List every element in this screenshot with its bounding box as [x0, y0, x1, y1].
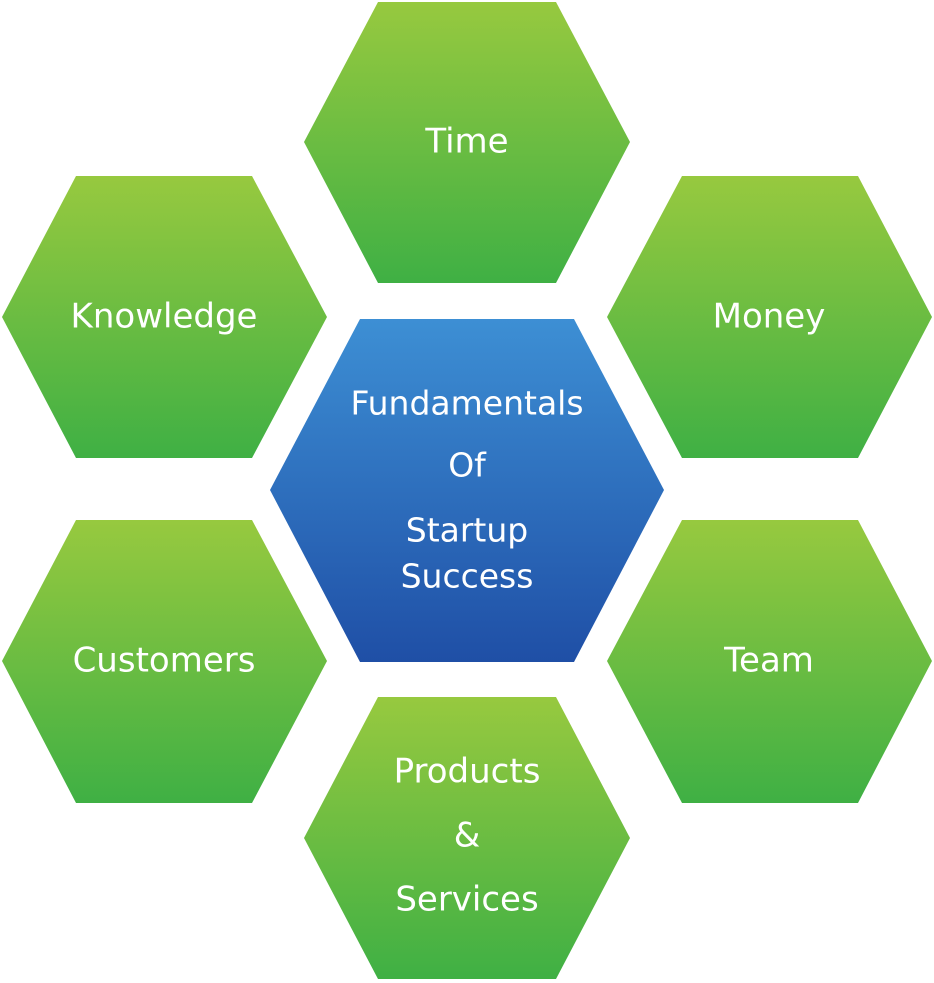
hexagon-products-services-label-line3: Services — [395, 880, 538, 920]
hexagon-knowledge: Knowledge — [2, 176, 327, 458]
hexagon-time-shape — [304, 2, 630, 283]
hexagon-team-label: Team — [723, 641, 814, 681]
hexagon-center-shape — [270, 319, 664, 662]
hexagon-customers-shape — [2, 520, 327, 803]
hexagon-team-shape — [607, 520, 932, 803]
hexagon-products-services-label-line2: & — [454, 816, 481, 856]
hexagon-products-services: Products & Services — [304, 697, 630, 979]
center-label-line4: Success — [401, 557, 534, 596]
hexagon-knowledge-label: Knowledge — [71, 297, 258, 337]
hexagon-team: Team — [607, 520, 932, 803]
hexagon-center: Fundamentals Of Startup Success — [270, 319, 664, 662]
hexagon-products-services-label-line1: Products — [394, 752, 541, 792]
hexagon-products-services-shape — [304, 697, 630, 979]
center-label-line2: Of — [448, 446, 487, 485]
hexagon-money: Money — [607, 176, 932, 458]
hexagon-knowledge-shape — [2, 176, 327, 458]
hexagon-time-label: Time — [424, 122, 508, 162]
center-label-line3: Startup — [406, 511, 528, 550]
hexagon-customers-label: Customers — [73, 641, 256, 681]
center-label-line1: Fundamentals — [350, 384, 583, 423]
hexagon-customers: Customers — [2, 520, 327, 803]
hexagon-money-shape — [607, 176, 932, 458]
hexagon-time: Time — [304, 2, 630, 283]
hexagon-money-label: Money — [713, 297, 826, 337]
